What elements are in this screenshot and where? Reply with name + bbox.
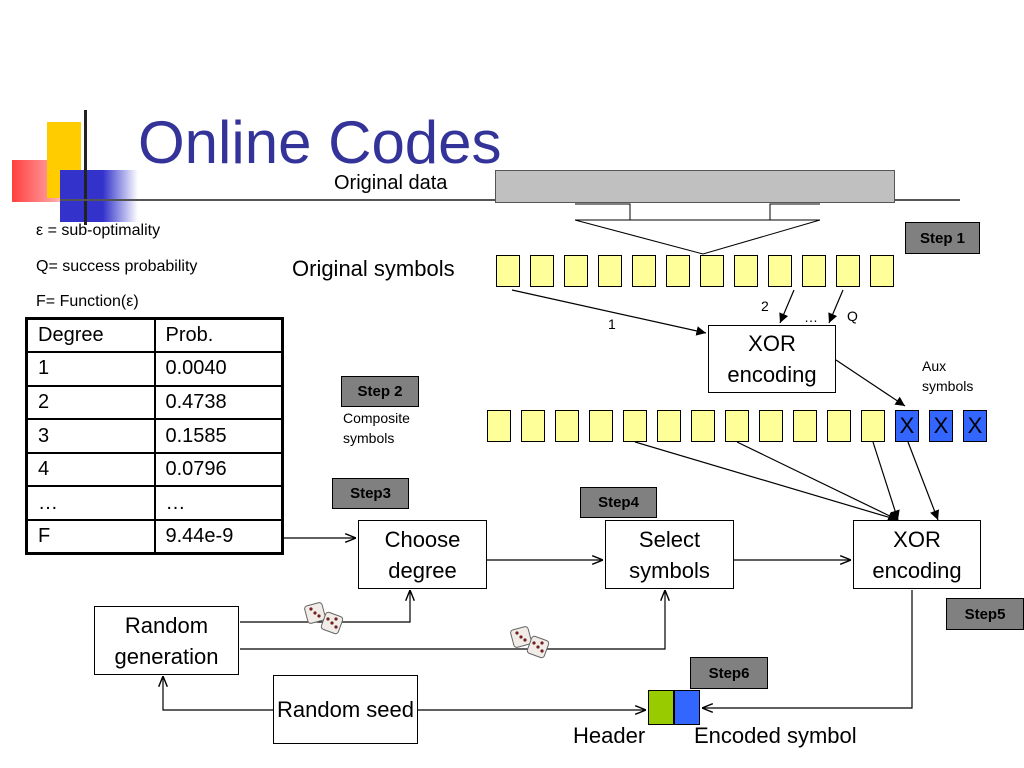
table-row: … … <box>25 485 284 522</box>
table-cell-degree: … <box>25 485 156 522</box>
definition-epsilon: ε = sub-optimality <box>36 222 161 239</box>
aux-symbols-label: Aux symbols <box>922 358 974 394</box>
choose-degree-box: Choose degree <box>358 520 487 589</box>
composite-symbol <box>861 410 885 442</box>
edge-2 <box>779 289 795 324</box>
step6-badge: Step6 <box>690 657 768 689</box>
edge-label-dots: … <box>804 309 818 325</box>
composite-symbol <box>589 410 613 442</box>
original-symbol <box>836 255 860 287</box>
definition-f: F= Function(ε) <box>36 293 139 310</box>
composite-symbol <box>487 410 511 442</box>
original-symbol <box>666 255 690 287</box>
header-block <box>648 690 674 725</box>
composite-symbols-label: Composite symbols <box>343 410 410 446</box>
table-header-degree: Degree <box>25 317 156 354</box>
original-symbol <box>734 255 758 287</box>
table-row: 1 0.0040 <box>25 351 284 387</box>
header-label: Header <box>573 723 646 748</box>
composite-symbol <box>521 410 545 442</box>
step1-badge: Step 1 <box>905 222 980 254</box>
edge-q <box>828 289 844 324</box>
original-symbol <box>530 255 554 287</box>
degree-distribution-table: Degree Prob. 1 0.0040 2 0.4738 3 0.1585 … <box>25 317 284 556</box>
composite-symbol <box>827 410 851 442</box>
encoded-symbol-block <box>674 690 700 725</box>
table-cell-degree: 1 <box>25 351 156 387</box>
step4-badge: Step4 <box>580 487 657 518</box>
step5-badge: Step5 <box>946 598 1024 630</box>
edge-label-2: 2 <box>761 298 769 314</box>
original-symbol <box>598 255 622 287</box>
original-symbol <box>768 255 792 287</box>
edge-aux <box>835 359 906 407</box>
composite-symbol <box>657 410 681 442</box>
table-cell-degree: F <box>25 519 156 555</box>
table-cell-prob: 0.0796 <box>153 451 284 488</box>
step3-badge: Step3 <box>332 478 409 509</box>
title-decoration-blue <box>60 170 138 222</box>
table-header-prob: Prob. <box>153 317 284 354</box>
composite-symbol <box>555 410 579 442</box>
original-data-funnel <box>575 203 820 221</box>
dice-icon <box>510 626 550 659</box>
aux-symbol: X <box>963 410 987 442</box>
edge-1 <box>511 289 707 336</box>
composite-symbol <box>691 410 715 442</box>
dice-icon <box>304 602 344 635</box>
original-symbols-label: Original symbols <box>292 256 455 281</box>
table-cell-prob: 9.44e-9 <box>153 519 284 555</box>
random-generation-box: Random generation <box>94 606 239 675</box>
page-title: Online Codes <box>138 109 502 176</box>
table-row: F 9.44e-9 <box>25 519 284 555</box>
original-symbol <box>564 255 588 287</box>
original-data-bar <box>495 170 895 203</box>
step2-badge: Step 2 <box>341 376 419 407</box>
composite-symbol <box>725 410 749 442</box>
table-cell-degree: 3 <box>25 418 156 454</box>
original-symbol <box>632 255 656 287</box>
edge-label-1: 1 <box>608 316 616 332</box>
title-decoration-vertical-line <box>84 110 87 225</box>
table-row: 3 0.1585 <box>25 418 284 454</box>
original-symbol <box>496 255 520 287</box>
original-symbol <box>870 255 894 287</box>
table-header-row: Degree Prob. <box>25 317 284 354</box>
table-cell-degree: 4 <box>25 451 156 488</box>
composite-symbol <box>623 410 647 442</box>
table-cell-prob: 0.0040 <box>153 351 284 387</box>
original-symbol <box>802 255 826 287</box>
definition-q: Q= success probability <box>36 258 198 275</box>
edge-label-q: Q <box>847 308 858 324</box>
original-symbol <box>700 255 724 287</box>
composite-symbol <box>793 410 817 442</box>
select-symbols-box: Select symbols <box>605 520 734 589</box>
original-data-label: Original data <box>334 172 448 194</box>
aux-symbol: X <box>929 410 953 442</box>
composite-symbol <box>759 410 783 442</box>
table-cell-prob: … <box>153 485 284 522</box>
random-seed-box: Random seed <box>273 675 418 744</box>
table-cell-prob: 0.1585 <box>153 418 284 454</box>
table-cell-prob: 0.4738 <box>153 384 284 421</box>
table-row: 4 0.0796 <box>25 451 284 488</box>
table-row: 2 0.4738 <box>25 384 284 421</box>
table-cell-degree: 2 <box>25 384 156 421</box>
encoded-symbol-label: Encoded symbol <box>694 723 857 748</box>
xor-encoding-box-top: XOR encoding <box>708 325 836 393</box>
xor-encoding-box-bottom: XOR encoding <box>853 520 981 589</box>
aux-symbol: X <box>895 410 919 442</box>
